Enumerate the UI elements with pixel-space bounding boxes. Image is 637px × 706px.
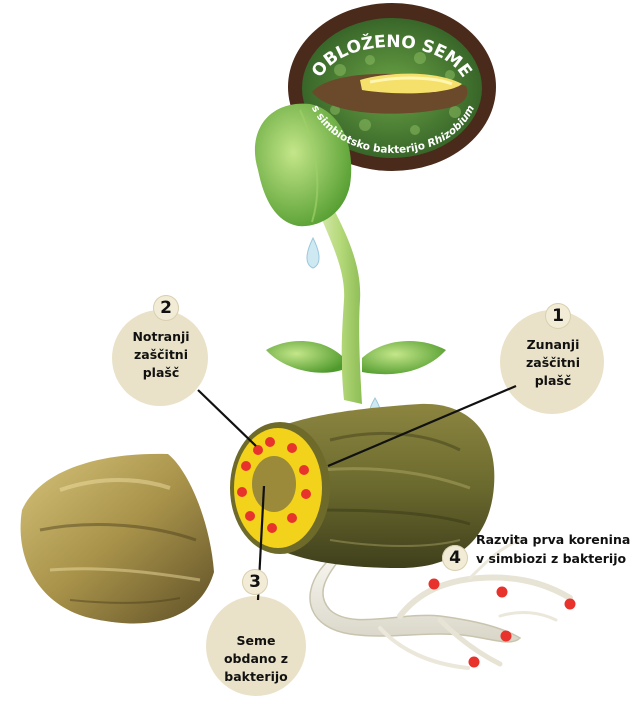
callout-3-line: bakterijo: [212, 668, 300, 686]
callout-4-label: Razvita prva korenina v simbiozi z bakte…: [476, 530, 636, 568]
bacterium: [287, 513, 297, 523]
callout-2-number: 2: [153, 295, 179, 321]
callout-3-line: obdano z: [212, 650, 300, 668]
bacterium: [287, 443, 297, 453]
leader-line-2: [198, 390, 256, 446]
bacterium: [237, 487, 247, 497]
bacterium: [301, 489, 311, 499]
callout-3-label: Seme obdano z bakterijo: [212, 632, 300, 686]
right-leaf: [362, 341, 446, 374]
callout-1-number: 1: [545, 303, 571, 329]
root-nodule: [565, 599, 576, 610]
callout-4-number: 4: [442, 545, 468, 571]
top-leaf: [255, 104, 351, 227]
bacterium: [267, 523, 277, 533]
root-nodule: [501, 631, 512, 642]
left-leaf: [266, 341, 342, 373]
callout-2-line: Notranji: [120, 328, 202, 346]
bacterium: [253, 445, 263, 455]
seed-core: [252, 456, 296, 512]
bacterium: [241, 461, 251, 471]
callout-2-line: plašč: [120, 364, 202, 382]
water-drop: [307, 238, 319, 268]
root-nodule: [497, 587, 508, 598]
callout-4-line: v simbiozi z bakterijo: [476, 549, 636, 568]
callout-1-label: Zunanji zaščitni plašč: [512, 336, 594, 390]
callout-3-number: 3: [242, 569, 268, 595]
bacterium: [245, 511, 255, 521]
bacterium: [265, 437, 275, 447]
callout-1-line: Zunanji: [512, 336, 594, 354]
callout-4-line: Razvita prva korenina: [476, 530, 636, 549]
callout-1-line: zaščitni: [512, 354, 594, 372]
callout-1-line: plašč: [512, 372, 594, 390]
root-nodule: [429, 579, 440, 590]
callout-3-line: Seme: [212, 632, 300, 650]
bacterium: [299, 465, 309, 475]
seedling-stem: [318, 206, 362, 404]
callout-2-label: Notranji zaščitni plašč: [120, 328, 202, 382]
root-nodule: [469, 657, 480, 668]
callout-2-line: zaščitni: [120, 346, 202, 364]
